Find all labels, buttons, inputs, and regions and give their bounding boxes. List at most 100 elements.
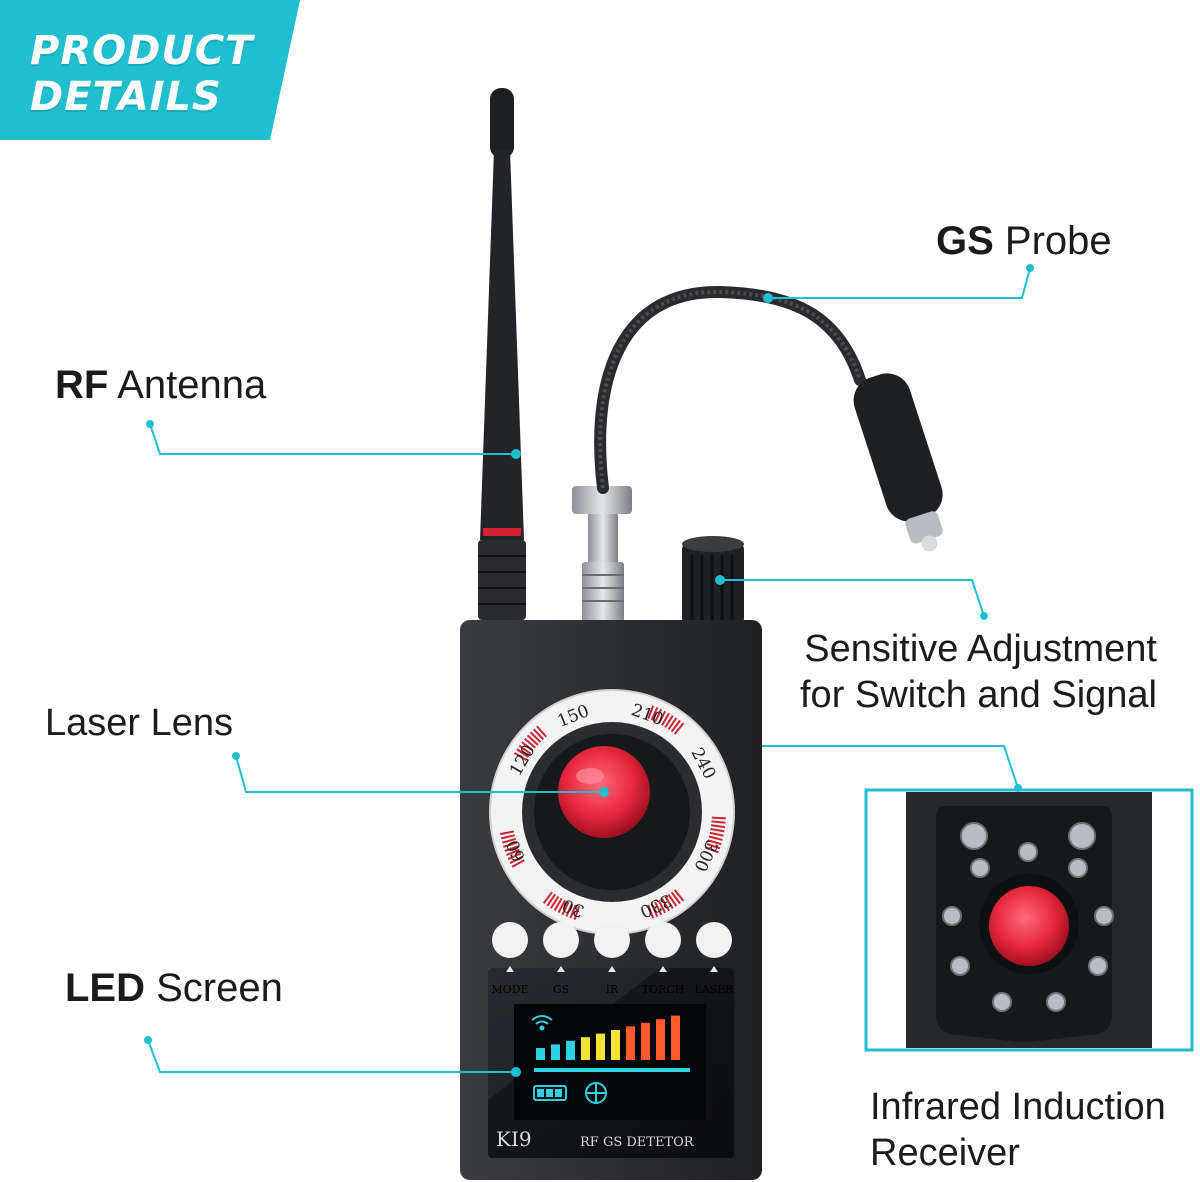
ir-button-label: IR [606,983,619,996]
dial-tick [532,728,545,741]
ir-led [1088,956,1108,976]
dial-tick [557,899,566,914]
ir-leds [942,822,1114,1012]
led-screen-label: LED Screen [65,966,283,1010]
mode-button-label: MODE [491,983,528,996]
ir-led [950,956,970,976]
dial-tick [654,901,663,916]
ir-led [992,992,1012,1012]
dial-tick [709,831,724,837]
dial-tick [650,903,659,918]
dial-tick [711,820,726,824]
dial-tick [657,899,667,914]
gs-probe-head [853,373,943,552]
dial-tick [664,896,674,909]
dial-tick [536,725,547,738]
signal-bar [566,1040,575,1060]
ir-led [1068,858,1088,878]
gs-button[interactable] [543,922,579,958]
dial-tick [561,901,570,916]
dial-tick [657,710,667,725]
screen-caption: RF GS DETETOR [580,1135,695,1150]
ir-led [942,906,962,926]
dial-tick [667,717,678,731]
ir-led [1018,842,1038,862]
dial-tick [565,903,573,917]
dial-tick [550,895,560,909]
dial-tick [654,708,663,723]
signal-bar [551,1044,560,1060]
dial-tick [710,824,726,829]
signal-bar [536,1048,545,1060]
sensitive-adjustment-label: Sensitive Adjustment for Switch and Sign… [800,628,1157,716]
gs-probe-label: GS Probe [936,219,1112,263]
mode-button[interactable] [492,922,528,958]
torch-button[interactable] [645,922,681,958]
rf-antenna-label: RF Antenna [55,363,267,407]
torch-button-label: TORCH [642,983,685,996]
dial-tick [667,893,678,907]
battery-icon [533,1085,567,1101]
button-row [492,922,732,958]
banner-line-1: PRODUCT [30,28,254,74]
signal-bar [581,1037,590,1060]
ir-led [1094,906,1114,926]
ir-led [960,822,988,850]
dial-tick [573,906,581,920]
dial-tick [661,898,670,912]
model-name: KI9 [496,1127,532,1151]
signal-bars [536,1015,680,1060]
banner-title: PRODUCT DETAILS [30,28,253,120]
gs-connector [572,486,632,622]
dial-tick [673,722,685,735]
dial-tick [664,715,674,728]
dial-tick [569,904,577,919]
button-arrows [506,966,718,972]
ir-button[interactable] [594,922,630,958]
dial-tick [501,837,516,844]
dial-tick [650,706,659,721]
signal-bar [656,1019,665,1060]
dial-tick [670,891,681,905]
banner-line-2: DETAILS [30,74,222,120]
dial-ticks [499,705,726,920]
dial-tick [661,712,670,726]
dial-tick [509,855,524,864]
dial-tick [711,816,726,820]
dial-tick [499,830,515,836]
signal-bar [596,1033,605,1060]
gs-button-label: GS [553,983,569,996]
dial-tick [670,719,681,733]
signal-bar [641,1022,650,1060]
dial-tick [518,744,532,755]
signal-line [534,1068,690,1072]
dial-tick [506,848,520,856]
dial-tick [546,893,557,907]
dial-tick [708,835,723,841]
dial-tick [504,845,519,852]
target-icon [585,1082,607,1104]
dial-tick [647,904,655,919]
dial-tick [513,752,527,762]
dial-tick [529,731,542,743]
infrared-inset [864,788,1194,1052]
dial-tick [500,834,515,840]
ir-led [1046,992,1066,1012]
dial-tick [521,741,534,752]
dial-tick [705,846,719,854]
dial-tick [507,852,522,861]
wifi-icon [531,1015,553,1031]
ir-led [1068,822,1096,850]
laser-button-label: LASER [694,983,734,996]
dial-tick [647,705,655,720]
sensitivity-knob [682,536,744,628]
dial-tick [707,839,722,846]
laser-button[interactable] [696,922,732,958]
product-details-banner [0,0,300,140]
dial-tick [542,891,553,904]
signal-bar [611,1030,620,1060]
dial-tick [516,748,530,758]
dial-tick [503,841,518,848]
dial-tick [553,897,563,912]
